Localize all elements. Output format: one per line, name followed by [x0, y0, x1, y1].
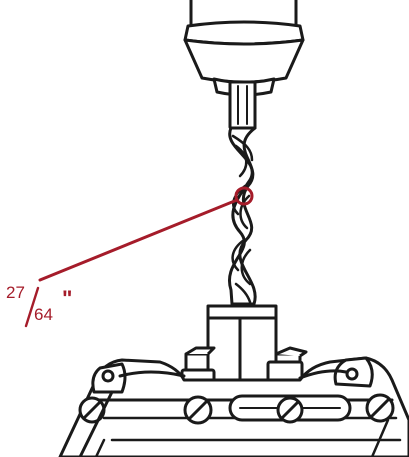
drill-bit: [228, 80, 257, 306]
jig-right-arm: [298, 369, 348, 380]
measurement-point: [234, 186, 254, 206]
bit-size-label: 27 64 ": [6, 284, 96, 334]
inch-unit: ": [62, 286, 73, 311]
fraction-numerator: 27: [6, 283, 25, 302]
guide-block-top: [206, 304, 278, 320]
callout-leader-line: [38, 198, 239, 282]
chuck-spindle: [189, 0, 298, 26]
fraction-slash: [24, 286, 40, 328]
guide-tab-left: [185, 346, 216, 356]
screw-center-left: [183, 395, 213, 425]
drill-chuck: [183, 0, 305, 97]
guide-tab-right: [275, 346, 308, 358]
fraction-denominator: 64: [34, 305, 53, 324]
screw-right: [365, 393, 395, 423]
pivot-left: [101, 369, 115, 383]
bit-shank: [228, 80, 257, 130]
jig-left-arm: [118, 370, 186, 378]
screw-center-right: [276, 396, 304, 424]
screw-left: [78, 396, 106, 424]
bit-outline: [228, 126, 257, 306]
chuck-jaw-housing: [183, 38, 305, 84]
jig-base: [58, 356, 409, 457]
pivot-right: [345, 367, 359, 381]
